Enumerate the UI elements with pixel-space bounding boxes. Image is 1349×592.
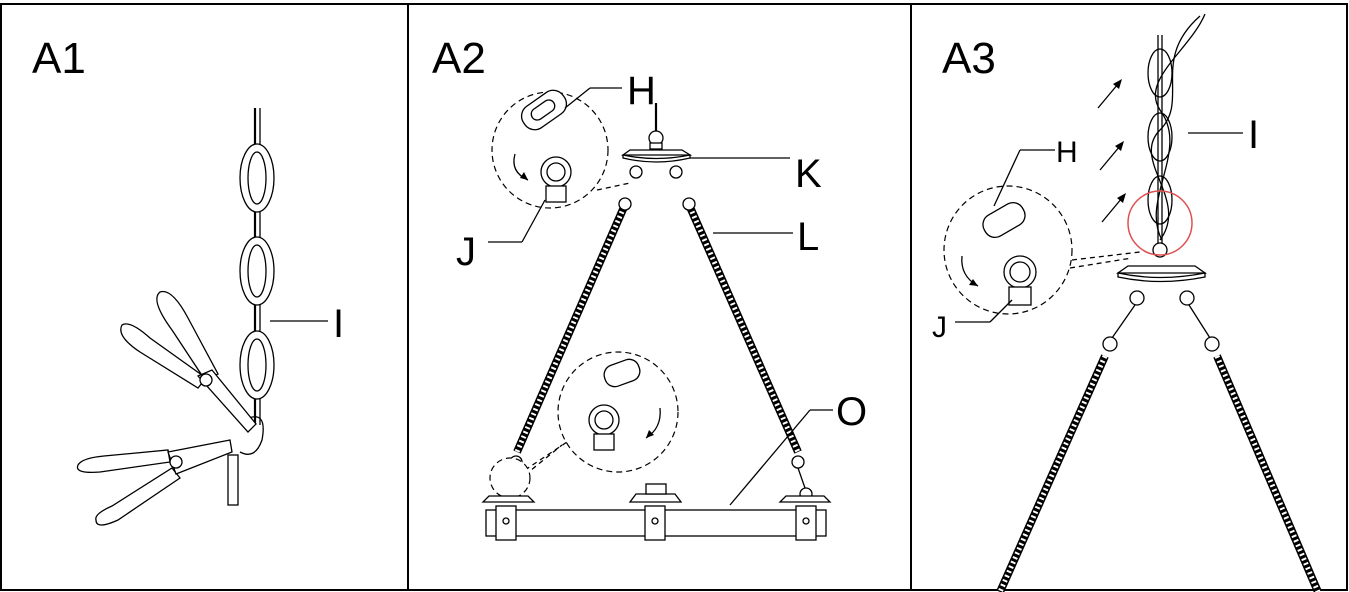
rope-a3-right — [1188, 304, 1322, 592]
label-a2-ring: J — [456, 230, 476, 274]
leader-a2-o — [729, 409, 811, 506]
chain-a3 — [1147, 13, 1206, 258]
leader-a3-j — [989, 299, 1013, 323]
canopy-hook — [648, 103, 664, 150]
label-a3-ring: J — [932, 311, 947, 344]
label-a2-frame: O — [836, 390, 867, 434]
panel-a2-title: A2 — [432, 34, 486, 83]
leader-a2-h — [564, 87, 591, 109]
rope-a3-left — [996, 304, 1136, 592]
lift-arrows — [1097, 79, 1126, 223]
label-a2-canopy: K — [795, 152, 822, 196]
panel-a1-title: A1 — [32, 34, 86, 83]
label-a2-shackle: H — [627, 69, 656, 113]
label-a2-rope: L — [797, 215, 819, 259]
leader-a2-j — [521, 199, 546, 243]
detail-bubble-top — [491, 89, 631, 209]
pliers-upper — [120, 290, 257, 433]
rope-right — [682, 197, 813, 501]
panel-a1-frame — [0, 3, 409, 591]
detail-bubble-middle — [524, 351, 679, 476]
chain-a1 — [227, 108, 275, 506]
pliers-lower — [76, 439, 233, 526]
chandelier-frame — [481, 483, 832, 541]
label-a1-chain: I — [333, 302, 344, 346]
canopy — [620, 149, 693, 179]
highlight-circle — [1127, 190, 1193, 256]
detail-bubble-a3 — [943, 185, 1141, 315]
label-a3-chain: I — [1248, 113, 1259, 157]
panel-a3-title: A3 — [942, 34, 996, 83]
canopy-a3 — [1115, 265, 1208, 306]
leader-a3-h — [993, 149, 1021, 207]
detail-bubble-small — [489, 457, 531, 499]
label-a3-shackle: H — [1056, 136, 1078, 169]
